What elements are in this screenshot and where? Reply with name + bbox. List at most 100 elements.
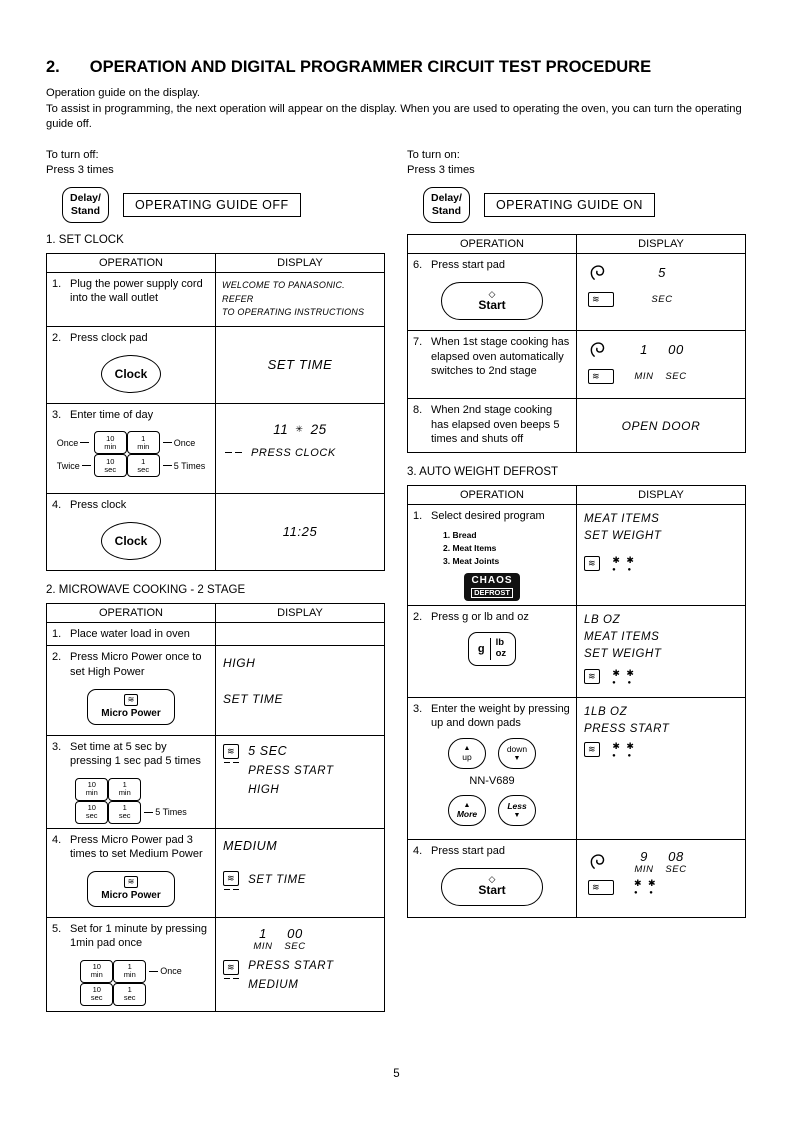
micro-power-indicator-icon: ≋ <box>584 741 601 757</box>
operating-guide-on-display: OPERATING GUIDE ON <box>483 193 655 218</box>
micro-power-indicator-icon: ≋ <box>584 556 601 572</box>
more-button: ▲ More <box>448 795 486 827</box>
step-number: 2. <box>52 331 62 344</box>
step-text: Select desired program <box>431 510 545 523</box>
table-row: 2. Press Micro Power once to set High Po… <box>46 645 385 736</box>
table-row: 1. Plug the power supply cord into the w… <box>46 272 385 327</box>
step-text: Place water load in oven <box>70 628 190 641</box>
defrost-indicator-icon: ✱ ✱ ● ● <box>612 740 637 759</box>
display-text: SET TIME <box>215 325 385 404</box>
turn-on-block: To turn on: Press 3 times Delay/ Stand O… <box>407 149 746 226</box>
table-row: 8. When 2nd stage cooking has elapsed ov… <box>407 398 746 454</box>
step-text: Press start pad <box>431 844 505 857</box>
step-text: Enter the weight by pressing up and down… <box>431 702 570 729</box>
chaos-defrost-button: CHAOS DEFROST <box>464 573 520 601</box>
step-text: Set time at 5 sec by pressing 1 sec pad … <box>70 741 201 768</box>
section-title-text: OPERATION AND DIGITAL PROGRAMMER CIRCUIT… <box>89 58 652 76</box>
micro-power-icon: ≋ <box>123 876 139 889</box>
left-column: To turn off: Press 3 times Delay/ Stand … <box>46 149 385 1025</box>
less-button: Less ▼ <box>498 795 536 827</box>
step-text: Enter time of day <box>70 408 154 421</box>
operating-guide-off-display: OPERATING GUIDE OFF <box>122 193 301 218</box>
delay-stand-line1: Delay/ <box>70 192 101 205</box>
display-text: OPEN DOOR <box>576 398 746 454</box>
intro-line1: Operation guide on the display. <box>46 87 201 99</box>
delay-stand-line2: Stand <box>431 205 462 218</box>
table-row: 5. Set for 1 minute by pressing 1min pad… <box>46 917 385 1013</box>
step-text: Press start pad <box>431 259 505 272</box>
step-number: 8. <box>413 404 423 417</box>
column-header-operation: OPERATION <box>46 253 216 274</box>
table-row: 7. When 1st stage cooking has elapsed ov… <box>407 330 746 400</box>
column-header-operation: OPERATION <box>407 485 577 506</box>
model-number: NN-V689 <box>469 775 515 788</box>
diamond-icon: ◇ <box>488 288 496 299</box>
section-number: 2. <box>46 58 60 76</box>
down-arrow-icon: ▼ <box>513 754 521 762</box>
clock-button: Clock <box>101 522 161 561</box>
step-number: 4. <box>413 844 423 857</box>
display-time: 11 ✳ 25 <box>273 421 327 437</box>
table-row: 2. Press clock pad Clock SET TIME <box>46 325 385 404</box>
step-text: Press clock <box>70 498 127 511</box>
step-number: 4. <box>52 498 62 511</box>
table-row: 1. Place water load in oven <box>46 622 385 647</box>
delay-stand-button: Delay/ Stand <box>423 187 470 223</box>
turn-on-label: To turn on: <box>407 149 460 162</box>
turn-on-press: Press 3 times <box>407 164 475 177</box>
defrost-table: OPERATION DISPLAY 1. Select desired prog… <box>407 485 746 918</box>
pad-label-once-right: Once <box>163 431 206 454</box>
diamond-icon: ◇ <box>488 874 496 885</box>
pad-label-5times: 5 Times <box>144 801 187 824</box>
column-header-display: DISPLAY <box>576 485 746 506</box>
delay-stand-line1: Delay/ <box>431 192 462 205</box>
microwave-table-continued: OPERATION DISPLAY 6. Press start pad ◇ S… <box>407 234 746 454</box>
column-header-display: DISPLAY <box>215 253 385 274</box>
micro-power-indicator-icon: ≋ <box>223 744 240 763</box>
up-button: ▲ up <box>448 738 486 770</box>
intro-line2: To assist in programming, the next opera… <box>46 102 742 131</box>
step-number: 3. <box>52 408 62 421</box>
micro-power-icon: ≋ <box>123 694 139 706</box>
defrost-heading: 3. AUTO WEIGHT DEFROST <box>407 466 559 479</box>
table-row: 3. Set time at 5 sec by pressing 1 sec p… <box>46 735 385 829</box>
step-number: 6. <box>413 259 423 272</box>
micro-power-indicator-icon: ≋ <box>223 960 240 980</box>
down-button: down ▼ <box>498 738 536 770</box>
step-text: Press Micro Power pad 3 times to set Med… <box>70 833 203 860</box>
program-list: 1. Bread 2. Meat Items 3. Meat Joints <box>443 529 500 566</box>
right-column: To turn on: Press 3 times Delay/ Stand O… <box>407 149 746 1025</box>
step-text: Plug the power supply cord into the wall… <box>70 278 203 305</box>
micro-power-indicator-icon: ≋ <box>584 668 601 684</box>
step-number: 3. <box>413 702 423 715</box>
blinking-dashes-icon <box>225 452 242 454</box>
microwave-heading: 2. MICROWAVE COOKING - 2 STAGE <box>46 584 246 597</box>
microwave-table: OPERATION DISPLAY 1. Place water load in… <box>46 603 385 1013</box>
swirl-icon <box>590 342 605 358</box>
display-prompt: PRESS CLOCK <box>221 447 379 459</box>
down-arrow-icon: ▼ <box>513 811 521 819</box>
start-button: ◇ Start <box>441 282 543 321</box>
display-text: MEAT ITEMS SET WEIGHT ≋ ✱ ✱ ● ● <box>584 513 662 574</box>
table-row: 6. Press start pad ◇ Start 5 ≋ SEC <box>407 253 746 332</box>
display-text: LB OZ MEAT ITEMS SET WEIGHT ≋ ✱ ✱ ● ● <box>584 613 662 686</box>
defrost-indicator-icon: ✱ ✱ ● ● <box>612 667 637 686</box>
